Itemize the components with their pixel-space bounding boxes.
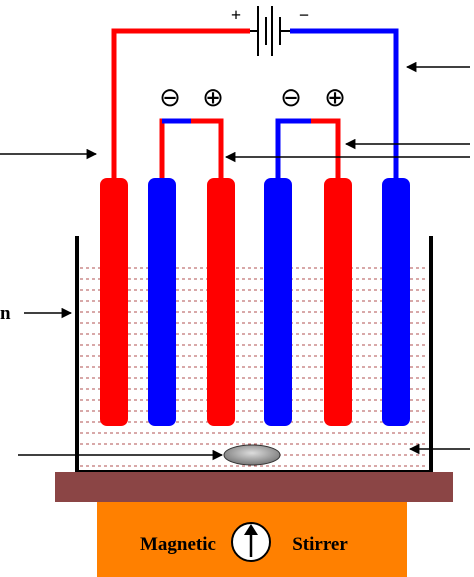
electrodes <box>100 178 410 426</box>
electrode-blue-1 <box>148 178 176 426</box>
battery-plus-label: + <box>231 5 241 25</box>
blue-wires <box>162 28 399 180</box>
solution-label-fragment: n <box>0 303 11 324</box>
up-arrow-icon <box>231 522 271 562</box>
polarity-sign-1: ⊖ <box>159 83 181 113</box>
polarity-sign-2: ⊕ <box>202 83 224 113</box>
polarity-sign-3: ⊖ <box>280 83 302 113</box>
beaker <box>75 236 433 474</box>
stirrer-base-plate <box>55 472 453 502</box>
stir-bar-icon <box>223 444 281 466</box>
stirrer-label-left: Magnetic <box>140 534 216 555</box>
electrode-red-1 <box>100 178 128 426</box>
battery-minus-label: − <box>299 5 309 25</box>
electrode-red-2 <box>207 178 235 426</box>
electrode-red-3 <box>324 178 352 426</box>
pointer-arrows <box>0 61 470 461</box>
polarity-sign-4: ⊕ <box>324 83 346 113</box>
electrode-blue-2 <box>264 178 292 426</box>
stirrer-label-right: Stirrer <box>292 534 348 555</box>
battery-icon <box>250 6 290 56</box>
electrode-blue-3 <box>382 178 410 426</box>
liquid <box>80 267 428 467</box>
